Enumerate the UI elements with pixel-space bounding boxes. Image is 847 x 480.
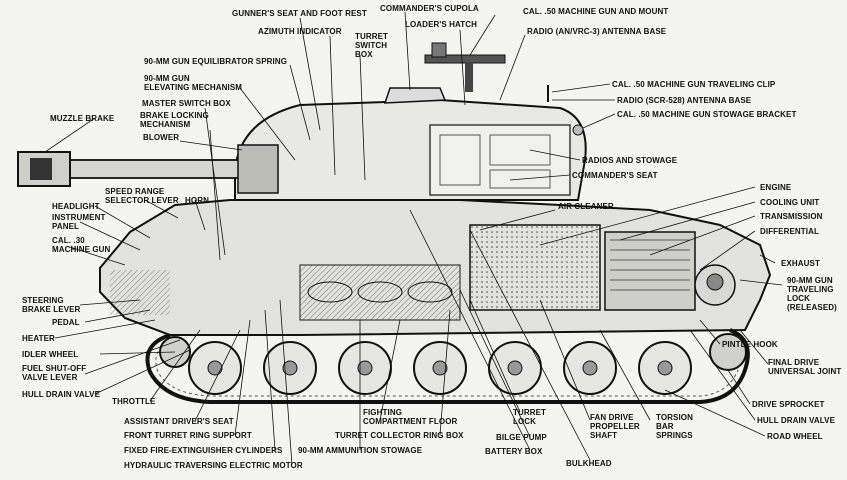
label-turret-switch-box: TURRET SWITCH BOX [355, 32, 389, 59]
hull-armor-shading [110, 270, 170, 315]
label-cal50-stowage: CAL. .50 MACHINE GUN STOWAGE BRACKET [617, 110, 797, 119]
label-pintle-hook: PINTLE HOOK [722, 340, 778, 349]
label-steering-brake: STEERING BRAKE LEVER [22, 296, 81, 314]
label-cal50-travel-clip: CAL. .50 MACHINE GUN TRAVELING CLIP [612, 80, 776, 89]
ammo-rack [299, 264, 461, 321]
label-cal30: CAL. .30 MACHINE GUN [52, 236, 111, 254]
label-road-wheel: ROAD WHEEL [767, 432, 823, 441]
label-hull-drain-front: HULL DRAIN VALVE [22, 390, 101, 399]
label-headlight: HEADLIGHT [52, 202, 100, 211]
label-radio-scr528: RADIO (SCR-528) ANTENNA BASE [617, 96, 752, 105]
label-equilibrator: 90-MM GUN EQUILIBRATOR SPRING [144, 57, 288, 66]
label-gun-travel-lock: 90-MM GUN TRAVELING LOCK (RELEASED) [787, 276, 837, 312]
label-pedal: PEDAL [52, 318, 80, 327]
label-final-drive: FINAL DRIVE UNIVERSAL JOINT [768, 358, 842, 376]
label-front-turret-ring: FRONT TURRET RING SUPPORT [124, 431, 252, 440]
label-hydraulic: HYDRAULIC TRAVERSING ELECTRIC MOTOR [124, 461, 303, 470]
leader-lines [44, 11, 783, 466]
label-exhaust: EXHAUST [781, 259, 820, 268]
label-gunners-seat: GUNNER'S SEAT AND FOOT REST [232, 9, 367, 18]
label-throttle: THROTTLE [112, 397, 156, 406]
label-fan-drive: FAN DRIVE PROPELLER SHAFT [590, 413, 640, 440]
label-differential: DIFFERENTIAL [760, 227, 819, 236]
label-horn: HORN [185, 196, 209, 205]
label-fighting-floor: FIGHTING COMPARTMENT FLOOR [363, 408, 458, 426]
label-commanders-cupola: COMMANDER'S CUPOLA [380, 4, 479, 13]
label-drive-sprocket: DRIVE SPROCKET [752, 400, 825, 409]
label-idler-wheel: IDLER WHEEL [22, 350, 79, 359]
label-elevating: 90-MM GUN ELEVATING MECHANISM [144, 74, 243, 92]
label-assistant-seat: ASSISTANT DRIVER'S SEAT [124, 417, 234, 426]
label-azimuth: AZIMUTH INDICATOR [258, 27, 342, 36]
label-bulkhead: BULKHEAD [566, 459, 612, 468]
label-radios-stowage: RADIOS AND STOWAGE [582, 156, 678, 165]
label-fuel-shutoff: FUEL SHUT-OFF VALVE LEVER [22, 364, 87, 382]
label-cooling-unit: COOLING UNIT [760, 198, 820, 207]
label-battery-box: BATTERY BOX [485, 447, 543, 456]
label-ammo-stowage: 90-MM AMMUNITION STOWAGE [298, 446, 423, 455]
transmission-block [604, 231, 696, 311]
label-speed-range: SPEED RANGE SELECTOR LEVER [105, 187, 179, 205]
label-turret-collector: TURRET COLLECTOR RING BOX [335, 431, 464, 440]
label-instrument-panel: INSTRUMENT PANEL [52, 213, 106, 231]
label-hull-drain-rear: HULL DRAIN VALVE [757, 416, 836, 425]
label-transmission: TRANSMISSION [760, 212, 823, 221]
label-air-cleaner: AIR CLEANER [558, 202, 614, 211]
label-master-switch: MASTER SWITCH BOX [142, 99, 231, 108]
cupola [383, 87, 447, 104]
label-brake-locking: BRAKE LOCKING MECHANISM [140, 111, 209, 129]
engine-block [469, 224, 601, 311]
label-cal50-mount: CAL. .50 MACHINE GUN AND MOUNT [523, 7, 669, 16]
label-muzzle-brake: MUZZLE BRAKE [50, 114, 115, 123]
turret-bustle [429, 124, 571, 196]
track-outline [145, 328, 750, 404]
label-radio-vrc3: RADIO (AN/VRC-3) ANTENNA BASE [527, 27, 667, 36]
label-heater: HEATER [22, 334, 55, 343]
label-turret-lock: TURRET LOCK [513, 408, 547, 426]
label-blower: BLOWER [143, 133, 180, 142]
label-engine: ENGINE [760, 183, 792, 192]
label-bilge-pump: BILGE PUMP [496, 433, 547, 442]
label-torsion-bar: TORSION BAR SPRINGS [656, 413, 694, 440]
label-loaders-hatch: LOADER'S HATCH [405, 20, 478, 29]
label-fire-ext: FIXED FIRE-EXTINGUISHER CYLINDERS [124, 446, 283, 455]
label-commanders-seat: COMMANDER'S SEAT [572, 171, 658, 180]
travel-lock [706, 273, 724, 291]
